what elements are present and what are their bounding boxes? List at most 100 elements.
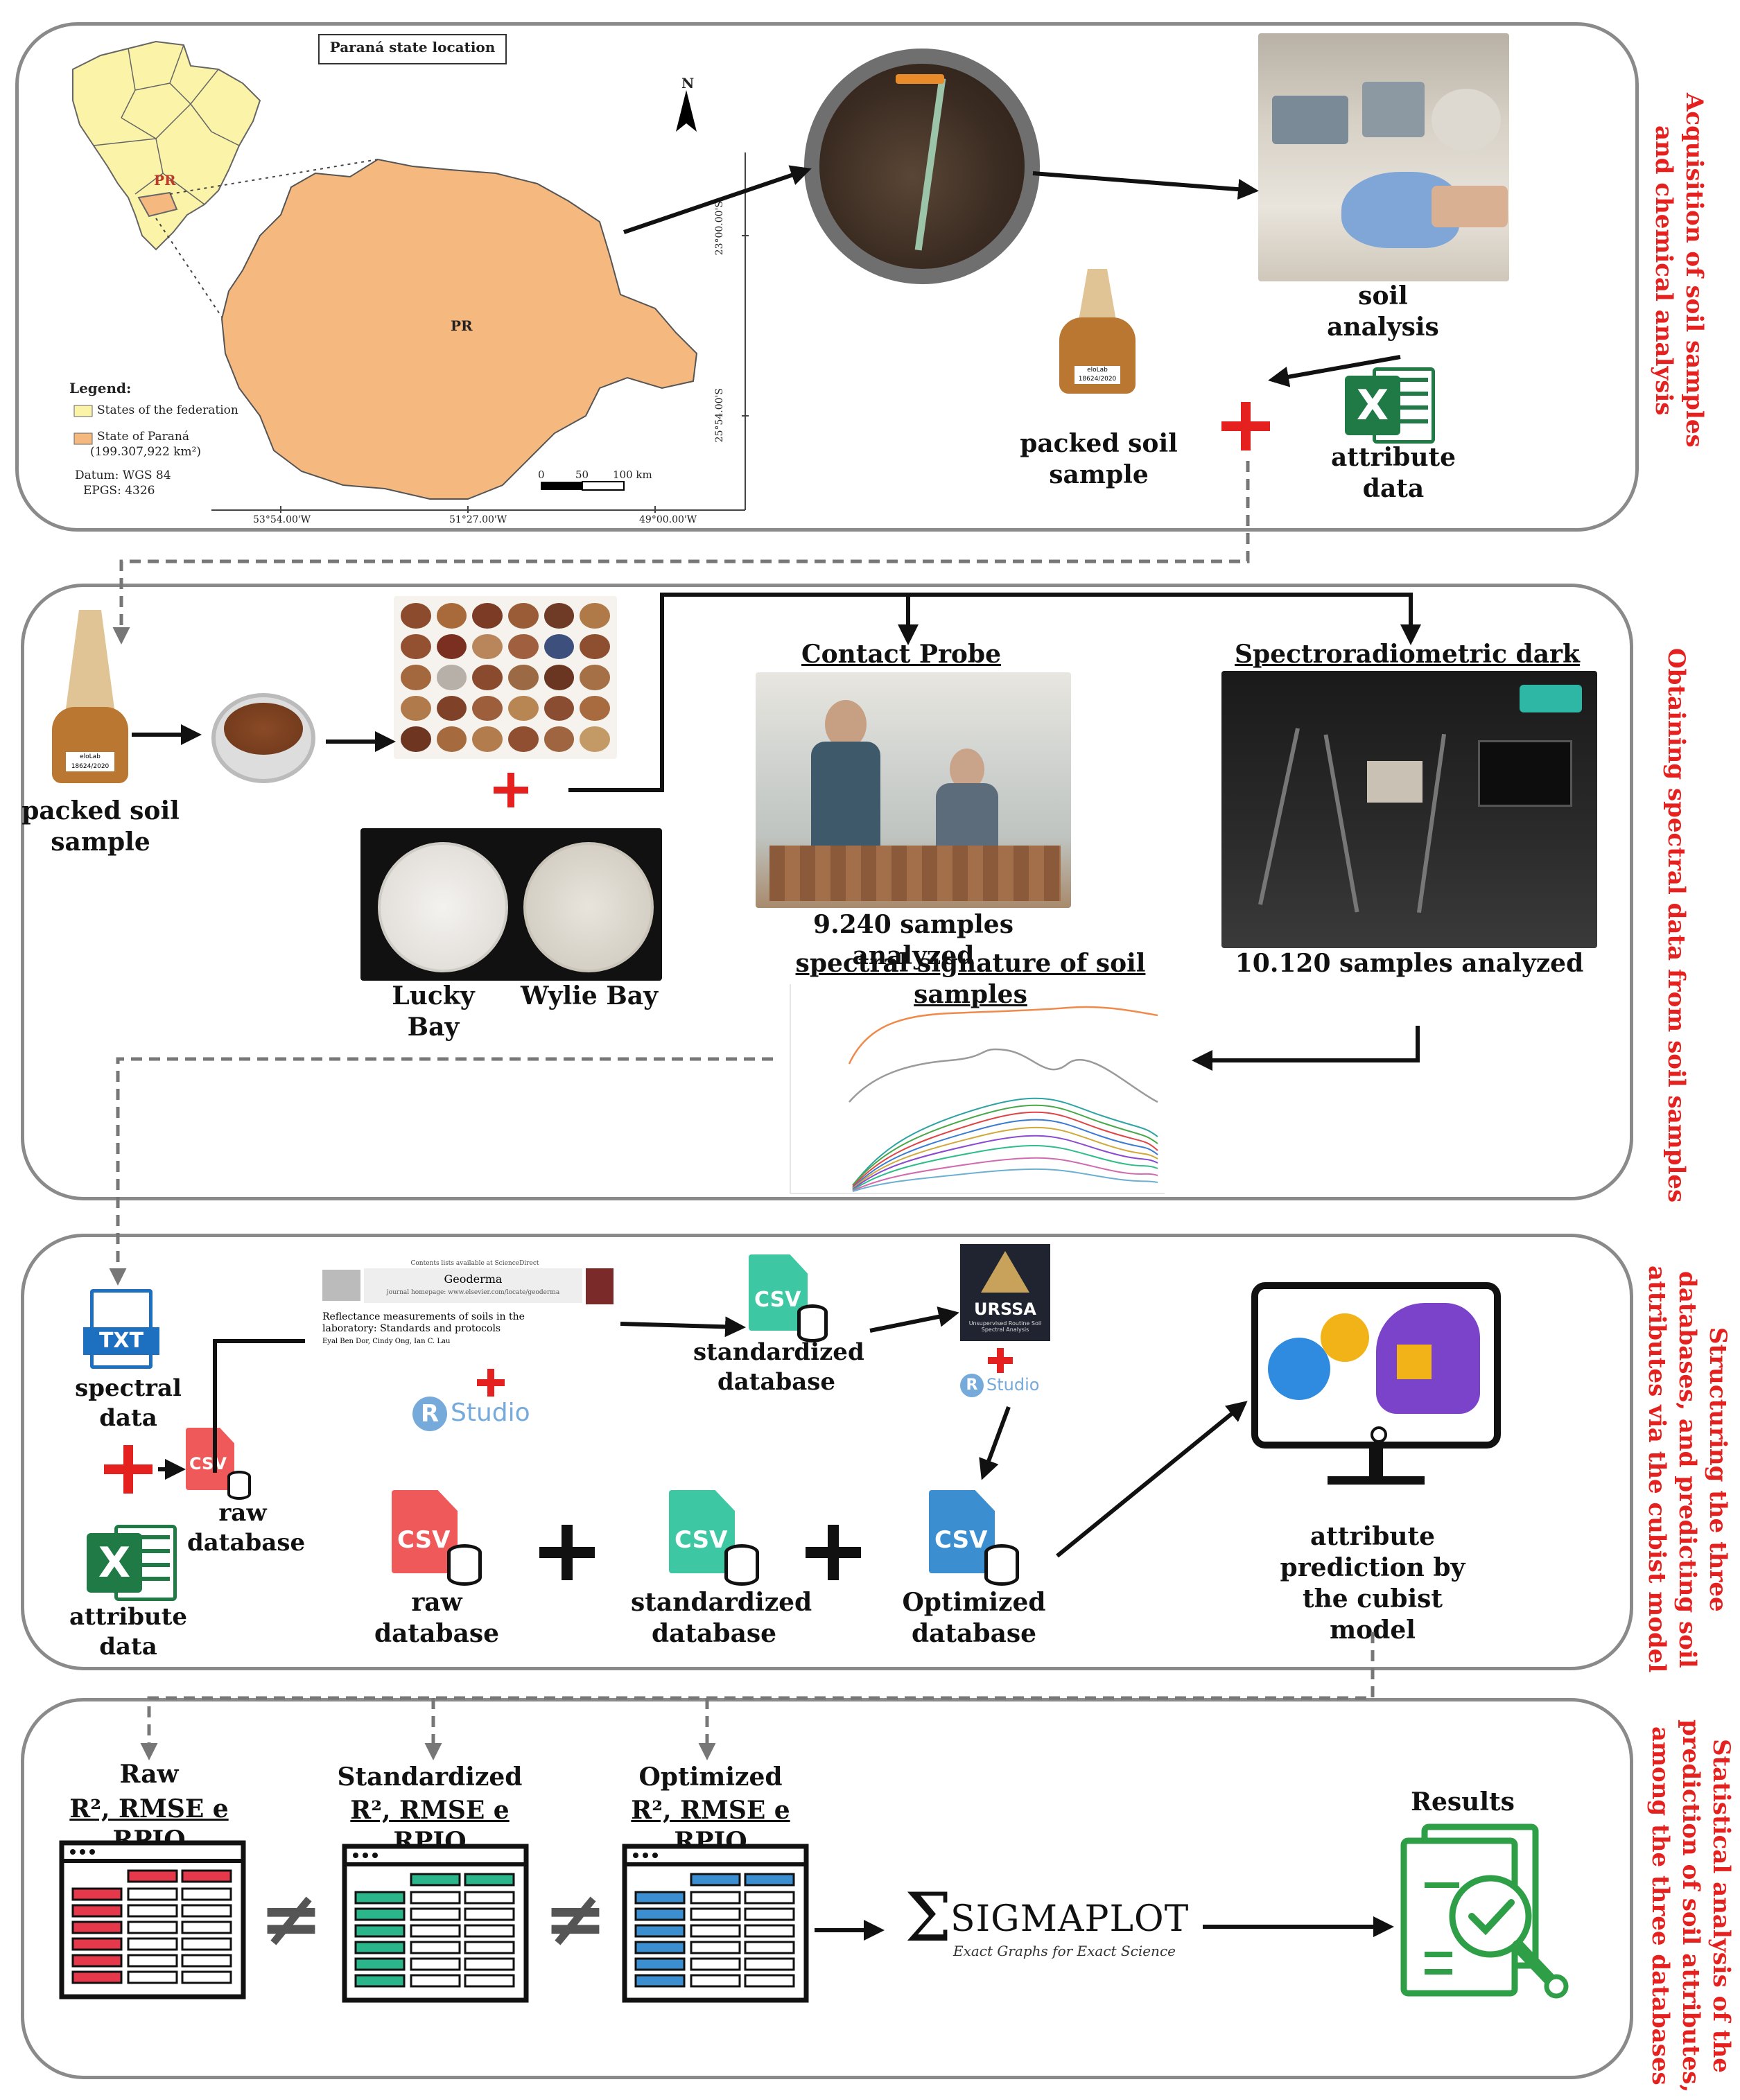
optimized-metrics-table-icon: [622, 1844, 809, 2003]
lon-label-2: 51°27.00'W: [449, 514, 507, 525]
plus-black-2: [806, 1525, 861, 1580]
raw-csv-icon: CSV: [392, 1490, 489, 1587]
raw-metrics-table-icon: [59, 1840, 246, 2000]
bag-tag: eloLab 18624/2020: [1075, 366, 1120, 384]
panel-statistics: [21, 1698, 1633, 2079]
prediction-label: attribute prediction by the cubist model: [1280, 1522, 1465, 1645]
contact-probe-photo: [756, 672, 1071, 908]
urssa-text: URSSA: [973, 1300, 1037, 1319]
optimized-database-label: Optimized database: [902, 1588, 1046, 1648]
optimized-title: Optimized: [638, 1762, 783, 1792]
optimized-metrics: R², RMSE e RPIQ: [631, 1796, 790, 1856]
rstudio-text-2: Studio: [986, 1375, 1040, 1394]
parana-location-map: [72, 32, 749, 513]
bag-tag-2: eloLab 18624/2020: [66, 752, 114, 771]
lab-analysis-photo: [1258, 33, 1509, 281]
sigmaplot-tagline: Exact Graphs for Exact Science: [953, 1943, 1176, 1959]
optimized-csv-icon: CSV: [929, 1490, 1026, 1587]
attribute-data-label-2: attribute data: [69, 1603, 188, 1661]
section-title-spectral: Obtaining spectral data from soil sample…: [1662, 648, 1690, 1203]
plus-icon-3: [104, 1445, 153, 1494]
raw-database-label: raw database: [374, 1588, 500, 1648]
urssa-subtitle: Unsupervised Routine Soil Spectral Analy…: [968, 1320, 1042, 1333]
plus-icon: [1221, 402, 1270, 450]
map-title: Paraná state location: [329, 39, 496, 55]
rstudio-logo: R Studio: [412, 1393, 558, 1435]
paper-journal: Geoderma: [444, 1272, 503, 1286]
legend-parana: State of Paraná: [97, 430, 189, 444]
txt-label: TXT: [83, 1327, 159, 1355]
paper-availability: Contents lists available at ScienceDirec…: [410, 1260, 539, 1267]
raw-title: Raw: [119, 1760, 179, 1789]
results-report-icon: [1400, 1823, 1569, 1999]
lon-label-3: 49°00.00'W: [639, 514, 697, 525]
sigmaplot-logo: Σ SIGMAPLOT Exact Graphs for Exact Scien…: [905, 1879, 1196, 1965]
paper-homepage: journal homepage: www.elsevier.com/locat…: [386, 1289, 560, 1296]
spectral-data-label: spectral data: [75, 1374, 182, 1432]
soil-analysis-label: soil analysis: [1327, 281, 1439, 342]
attribute-data-label: attribute data: [1330, 443, 1456, 503]
legend-datum: Datum: WGS 84: [75, 469, 171, 482]
excel-icon-2: X: [87, 1525, 177, 1601]
standardized-title: Standardized: [337, 1762, 523, 1792]
raw-csv-small-icon: CSV: [186, 1428, 255, 1504]
r-letter: R: [412, 1397, 447, 1431]
legend-area: (199.307,922 km²): [90, 445, 202, 459]
standardized-database-label: standardized database: [631, 1588, 812, 1648]
section-title-statistics: Statistical analysis of the prediction o…: [1646, 1719, 1735, 2093]
soil-petri-dish: [211, 693, 315, 783]
lucky-bay-label: Lucky Bay: [392, 981, 475, 1042]
r-letter-2: R: [960, 1374, 984, 1397]
not-equal-1: ≠: [259, 1874, 324, 1963]
sigmaplot-wordmark: SIGMAPLOT: [950, 1898, 1190, 1940]
txt-file-icon: TXT: [83, 1289, 159, 1372]
legend-epgs: EPGS: 4326: [83, 484, 155, 498]
packed-soil-sample-label: packed soil sample: [1020, 429, 1178, 489]
packed-soil-sample-label-2: packed soil sample: [21, 796, 180, 857]
soil-samples-tray: [394, 596, 617, 759]
packed-soil-bag-icon: eloLab 18624/2020: [1059, 269, 1136, 394]
dark-room-photo: [1221, 671, 1597, 948]
dark-room-count: 10.120 samples analyzed: [1235, 949, 1584, 978]
results-title: Results: [1411, 1787, 1515, 1817]
inset-state-code: PR: [154, 172, 176, 189]
excel-icon: X: [1345, 367, 1435, 444]
paper-title: Reflectance measurements of soils in the…: [322, 1311, 525, 1334]
standardized-csv-icon-top: CSV: [749, 1254, 839, 1345]
csv-label-small: CSV: [189, 1454, 227, 1473]
north-arrow-label: N: [681, 75, 695, 91]
lon-label-1: 53°54.00'W: [253, 514, 311, 525]
packed-soil-bag-icon-2: eloLab 18624/2020: [52, 610, 128, 783]
csv-label-std-top: CSV: [754, 1288, 801, 1312]
legend-federation: States of the federation: [97, 403, 238, 417]
standardized-csv-icon: CSV: [669, 1490, 766, 1587]
plus-icon-5: [988, 1348, 1013, 1373]
section-title-acquisition: Acquisition of soil samples and chemical…: [1650, 93, 1708, 448]
scale-0: 0: [538, 469, 545, 481]
paper-authors: Eyal Ben Dor, Cindy Ong, Ian C. Lau: [322, 1338, 451, 1345]
spectral-signature-title: spectral signature of soil samples: [795, 949, 1146, 1009]
wylie-bay-label: Wylie Bay: [520, 981, 659, 1010]
csv-label-opt: CSV: [934, 1526, 988, 1554]
standardized-metrics-table-icon: [342, 1844, 529, 2003]
map-state-code: PR: [451, 317, 473, 334]
not-equal-2: ≠: [543, 1874, 608, 1963]
plus-icon-2: [494, 773, 528, 807]
section-title-databases: Structuring the three databases, and pre…: [1643, 1266, 1732, 1673]
csv-label-std: CSV: [675, 1526, 728, 1554]
raw-database-small-label: raw database: [187, 1499, 306, 1557]
plus-black-1: [539, 1525, 595, 1580]
csv-label-raw: CSV: [397, 1526, 451, 1554]
scale-100: 100 km: [613, 469, 652, 481]
plus-icon-4: [477, 1369, 505, 1397]
rstudio-text: Studio: [451, 1399, 530, 1427]
rstudio-logo-2: R Studio: [960, 1372, 1064, 1400]
cubist-model-monitor-icon: [1251, 1282, 1501, 1504]
contact-probe-count: 9.240 samples analyzed: [813, 910, 1013, 970]
reference-paper-thumbnail: Contents lists available at ScienceDirec…: [322, 1248, 614, 1386]
scale-50: 50: [575, 469, 589, 481]
urssa-logo: URSSA Unsupervised Routine Soil Spectral…: [960, 1244, 1050, 1341]
legend-title: Legend:: [69, 380, 132, 396]
sigma-symbol: Σ: [905, 1879, 952, 1957]
